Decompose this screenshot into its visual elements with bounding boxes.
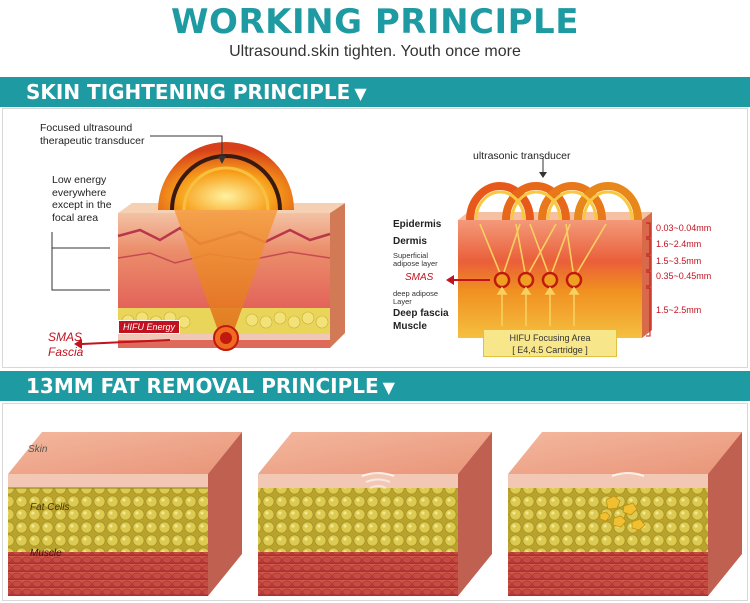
epidermis-label: Epidermis bbox=[393, 219, 441, 230]
dermis-label: Dermis bbox=[393, 236, 427, 247]
measurement-dermis: 1.6~2.4mm bbox=[656, 239, 701, 249]
smas-right-arrowhead bbox=[446, 275, 454, 285]
hifu-energy-tag: HIFU Energy bbox=[118, 320, 180, 334]
measurement-epidermis: 0.03~0.04mm bbox=[656, 223, 711, 233]
triangle-down-icon: ▼ bbox=[354, 79, 366, 109]
section-fat-removal-header: 13MM FAT REMOVAL PRINCIPLE▼ bbox=[0, 371, 750, 401]
measurement-smas: 0.35~0.45mm bbox=[656, 271, 711, 281]
triangle-down-icon: ▼ bbox=[383, 373, 395, 403]
transducer-dome bbox=[158, 142, 294, 210]
superficial-adipose-label: Superficial adipose layer bbox=[393, 252, 455, 268]
fat-cells-layer-label: Fat Cells bbox=[30, 502, 69, 513]
smas-right-label: SMAS bbox=[405, 272, 433, 283]
focal-point-core bbox=[220, 332, 232, 344]
skin-layer-label: Skin bbox=[28, 444, 47, 455]
muscle-layer-label: Muscle bbox=[30, 548, 62, 559]
muscle-label: Muscle bbox=[393, 321, 427, 332]
measurement-deep: 1.5~2.5mm bbox=[656, 305, 701, 315]
focus-area-title: HIFU Focusing Area bbox=[484, 332, 616, 344]
fat-removal-stages bbox=[2, 404, 748, 600]
measurement-superficial: 1.5~3.5mm bbox=[656, 256, 701, 266]
ultrasonic-arrowhead bbox=[539, 172, 547, 178]
transducer-label: Focused ultrasound therapeutic transduce… bbox=[40, 122, 170, 147]
tissue-side bbox=[330, 203, 345, 348]
fascia-label: Fascia bbox=[48, 345, 83, 359]
low-energy-label: Low energy everywhere except in the foca… bbox=[52, 174, 122, 224]
focus-area-cartridge: [ E4,4.5 Cartridge ] bbox=[484, 344, 616, 356]
smas-label: SMAS bbox=[48, 330, 82, 344]
focal-diagram bbox=[0, 108, 380, 368]
layer-top bbox=[458, 212, 652, 220]
focus-area-box: HIFU Focusing Area [ E4,4.5 Cartridge ] bbox=[483, 329, 617, 357]
section-skin-tightening-title: SKIN TIGHTENING PRINCIPLE bbox=[26, 80, 350, 104]
fat-stage-3 bbox=[508, 432, 742, 596]
ultrasonic-transducer-label: ultrasonic transducer bbox=[473, 150, 570, 163]
deep-adipose-label: deep adipose Layer bbox=[393, 290, 448, 306]
section-skin-tightening-header: SKIN TIGHTENING PRINCIPLE▼ bbox=[0, 77, 750, 107]
fat-stage-2 bbox=[258, 432, 492, 596]
low-energy-pointer bbox=[52, 232, 110, 290]
fat-stage-1 bbox=[8, 432, 242, 596]
section-fat-removal-title: 13MM FAT REMOVAL PRINCIPLE bbox=[26, 374, 379, 398]
page-subtitle: Ultrasound.skin tighten. Youth once more bbox=[0, 43, 750, 61]
page-title: WORKING PRINCIPLE bbox=[0, 2, 750, 42]
deep-fascia-label: Deep fascia bbox=[393, 308, 449, 319]
